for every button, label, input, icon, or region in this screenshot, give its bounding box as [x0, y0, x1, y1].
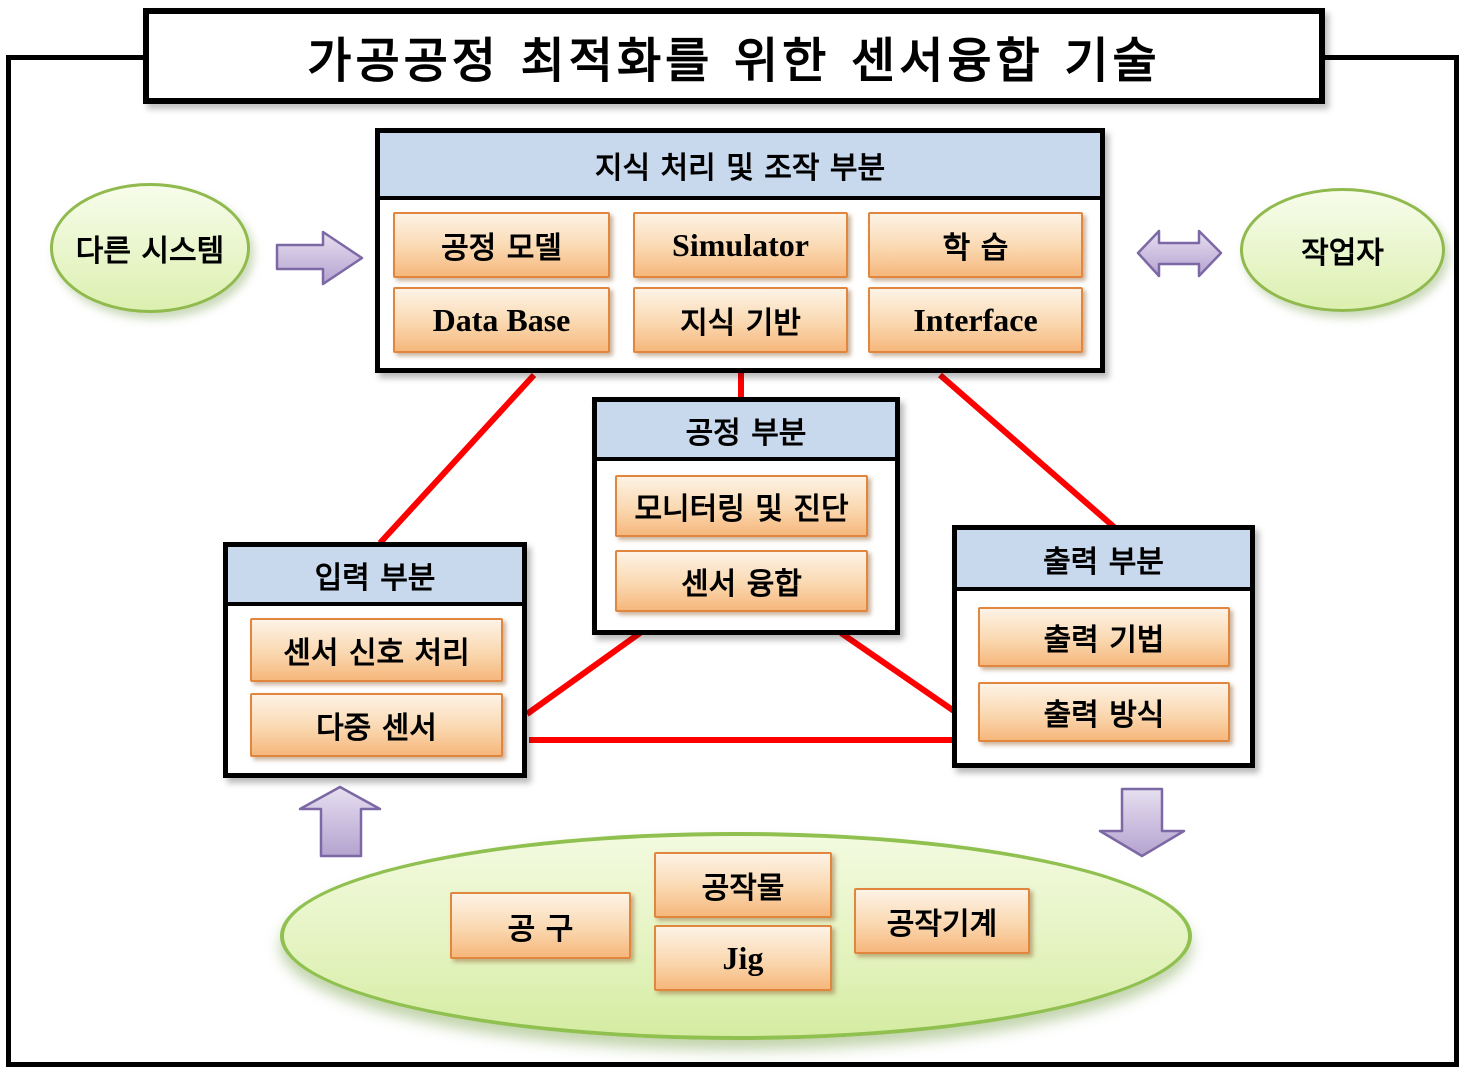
other-system-ellipse: 다른 시스템: [50, 183, 250, 313]
connector-knowledge-output: [938, 372, 1116, 530]
red-connector-lines: [377, 371, 1116, 743]
item-database: Data Base: [393, 287, 610, 353]
item-jig: Jig: [654, 925, 832, 991]
item-sensor-fusion: 센서 융합: [615, 550, 868, 612]
item-sensor-signal-processing: 센서 신호 처리: [250, 618, 503, 682]
item-interface: Interface: [868, 287, 1083, 353]
item-knowledge-base: 지식 기반: [633, 287, 848, 353]
arrow-down-icon: [1098, 787, 1186, 858]
item-output-technique: 출력 기법: [978, 607, 1230, 667]
process-section-header: 공정 부분: [597, 402, 895, 461]
item-output-method: 출력 방식: [978, 682, 1230, 742]
item-tool: 공 구: [450, 892, 631, 959]
connector-knowledge-input: [377, 372, 537, 546]
item-monitoring-diagnosis: 모니터링 및 진단: [615, 475, 868, 537]
diagram-title: 가공공정 최적화를 위한 센서융합 기술: [143, 8, 1325, 104]
item-multi-sensor: 다중 센서: [250, 693, 503, 757]
item-workpiece: 공작물: [654, 852, 832, 918]
arrow-up-icon: [298, 785, 382, 858]
item-machine-tool: 공작기계: [854, 888, 1030, 954]
connector-process-output: [839, 630, 956, 714]
arrow-right-icon: [275, 230, 364, 286]
input-section-header: 입력 부분: [228, 547, 522, 606]
worker-ellipse: 작업자: [1240, 188, 1445, 312]
item-learning: 학 습: [868, 212, 1083, 278]
knowledge-section-header: 지식 처리 및 조작 부분: [380, 133, 1100, 200]
output-section-header: 출력 부분: [957, 530, 1250, 591]
item-simulator: Simulator: [633, 212, 848, 278]
connector-process-input: [525, 630, 642, 717]
double-arrow-icon: [1136, 229, 1223, 278]
item-process-model: 공정 모델: [393, 212, 610, 278]
